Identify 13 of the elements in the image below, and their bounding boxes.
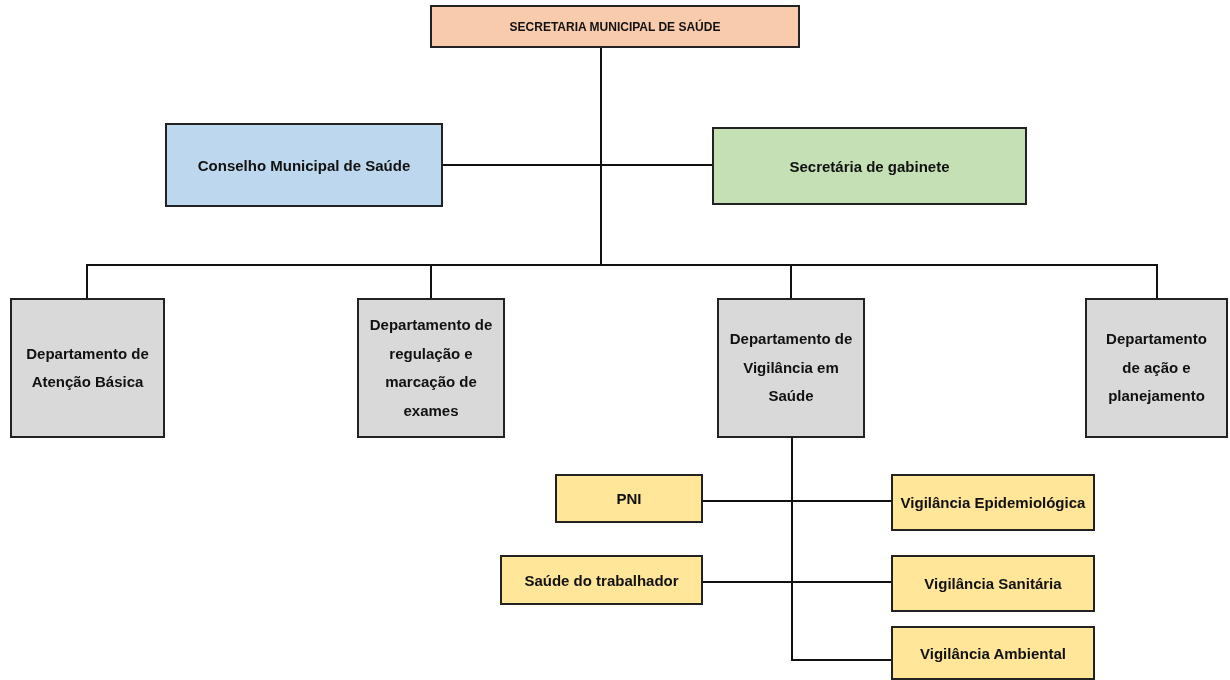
unit-box: Vigilância Ambiental: [891, 626, 1095, 680]
unit-box: Vigilância Sanitária: [891, 555, 1095, 612]
unit-box: Saúde do trabalhador: [500, 555, 703, 605]
connector-line: [791, 437, 892, 661]
department-box: Departamento de regulação e marcação de exames: [357, 298, 505, 438]
unit-box: PNI: [555, 474, 703, 523]
council-box: Conselho Municipal de Saúde: [165, 123, 443, 207]
unit-box: Vigilância Epidemiológica: [891, 474, 1095, 531]
department-box: Departamento de Atenção Básica: [10, 298, 165, 438]
department-box: Departamento de Vigilância em Saúde: [717, 298, 865, 438]
office-box: Secretária de gabinete: [712, 127, 1027, 205]
root-box: SECRETARIA MUNICIPAL DE SAÚDE: [430, 5, 800, 48]
department-box: Departamento de ação e planejamento: [1085, 298, 1228, 438]
